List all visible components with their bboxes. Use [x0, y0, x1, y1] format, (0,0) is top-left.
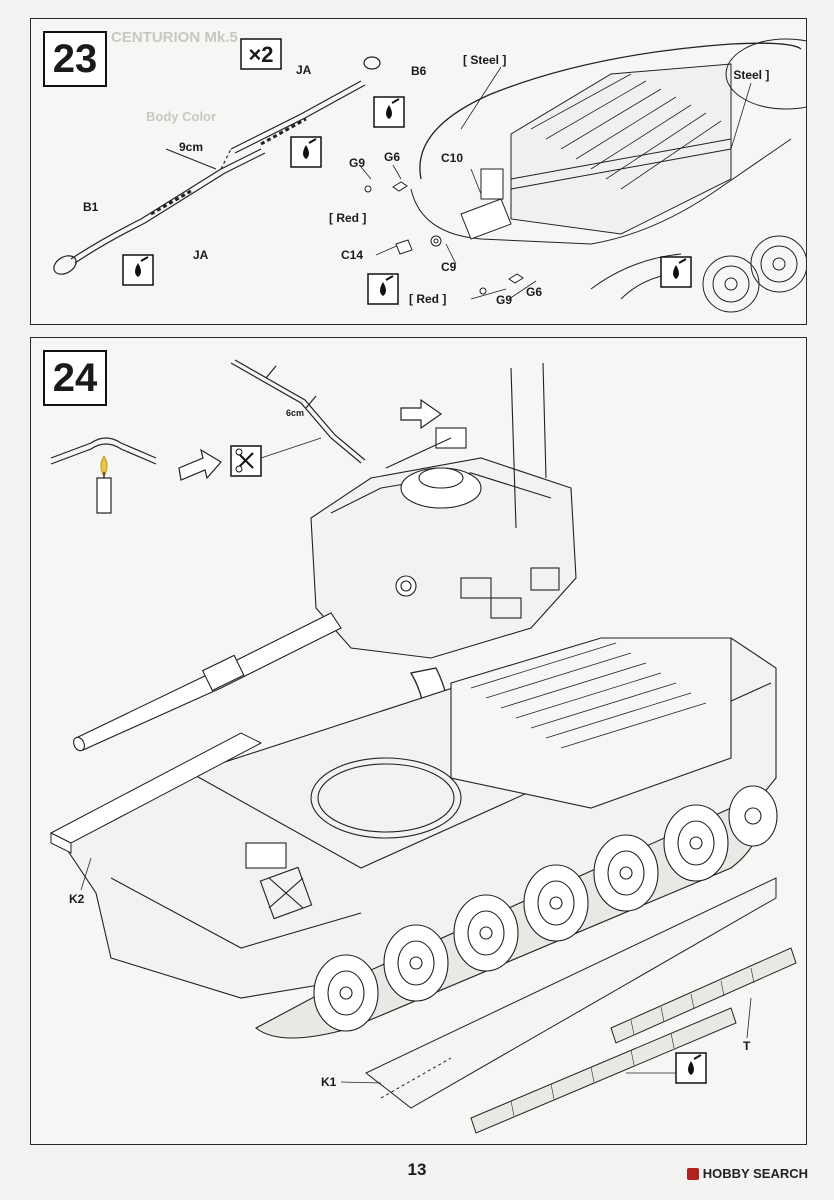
hull	[55, 637, 777, 999]
step-number-24: 24	[43, 350, 107, 406]
page-number: 13	[407, 1160, 427, 1179]
step-24-illustration: 6cm	[49, 359, 797, 1134]
step-24-panel: 24 6cm	[30, 337, 807, 1145]
cutter-icon	[230, 445, 262, 477]
stretched-sprue	[230, 359, 366, 464]
label-c10: C10	[441, 151, 463, 165]
track-links	[470, 947, 797, 1134]
arrow-right-icon	[178, 448, 222, 481]
side-skirt-k2	[49, 732, 263, 854]
label-red-lower: [ Red ]	[409, 292, 446, 306]
turret	[310, 362, 577, 659]
side-skirt-k1	[365, 877, 777, 1109]
watermark: HOBBY SEARCH	[686, 1166, 808, 1181]
label-g6-upper: G6	[384, 150, 400, 164]
label-ja-top: JA	[296, 63, 312, 77]
hobby-search-logo-icon	[686, 1167, 699, 1180]
label-ja-bottom: JA	[193, 248, 209, 262]
label-c9: C9	[441, 260, 457, 274]
gun-barrel	[73, 612, 342, 752]
step-number-23: 23	[43, 31, 107, 87]
arrow-right-icon	[400, 398, 443, 430]
road-wheels	[255, 785, 778, 1039]
label-c14: C14	[341, 248, 363, 262]
label-b1: B1	[83, 200, 99, 214]
multiplier-badge: ×2	[240, 38, 282, 70]
label-k1: K1	[321, 1075, 337, 1089]
glue-icon	[675, 1052, 707, 1084]
label-t: T	[743, 1039, 751, 1053]
label-steel-left: [ Steel ]	[463, 53, 506, 67]
ghost-text-body-color: Body Color	[146, 109, 217, 124]
cable-length-label: 9cm	[179, 140, 203, 154]
glue-icon	[373, 96, 405, 128]
label-b6: B6	[411, 64, 427, 78]
candle-icon	[50, 437, 157, 514]
label-steel-right: [ Steel ]	[726, 68, 769, 82]
glue-icon	[660, 256, 692, 288]
step-23-illustration: ×2 9cm JA JA B1 B6 G9 G6 [ Red ] C10 C14…	[53, 38, 806, 313]
tow-cable	[53, 56, 381, 275]
label-g9-lower: G9	[496, 293, 512, 307]
label-g9-upper: G9	[349, 156, 365, 170]
label-red-upper: [ Red ]	[329, 211, 366, 225]
label-k2: K2	[69, 892, 85, 906]
glue-icon	[122, 254, 154, 286]
step-23-panel: CENTURION Mk.5 Body Color 23 ×2 9cm JA J…	[30, 18, 807, 325]
watermark-text: HOBBY SEARCH	[702, 1166, 808, 1181]
glue-icon	[367, 273, 399, 305]
hull-engine-deck	[410, 38, 806, 313]
glue-icon	[290, 136, 322, 168]
multiplier-text: ×2	[248, 42, 273, 67]
ghost-text-title: CENTURION Mk.5	[111, 29, 238, 46]
antenna-length-label: 6cm	[286, 408, 304, 418]
label-g6-lower: G6	[526, 285, 542, 299]
